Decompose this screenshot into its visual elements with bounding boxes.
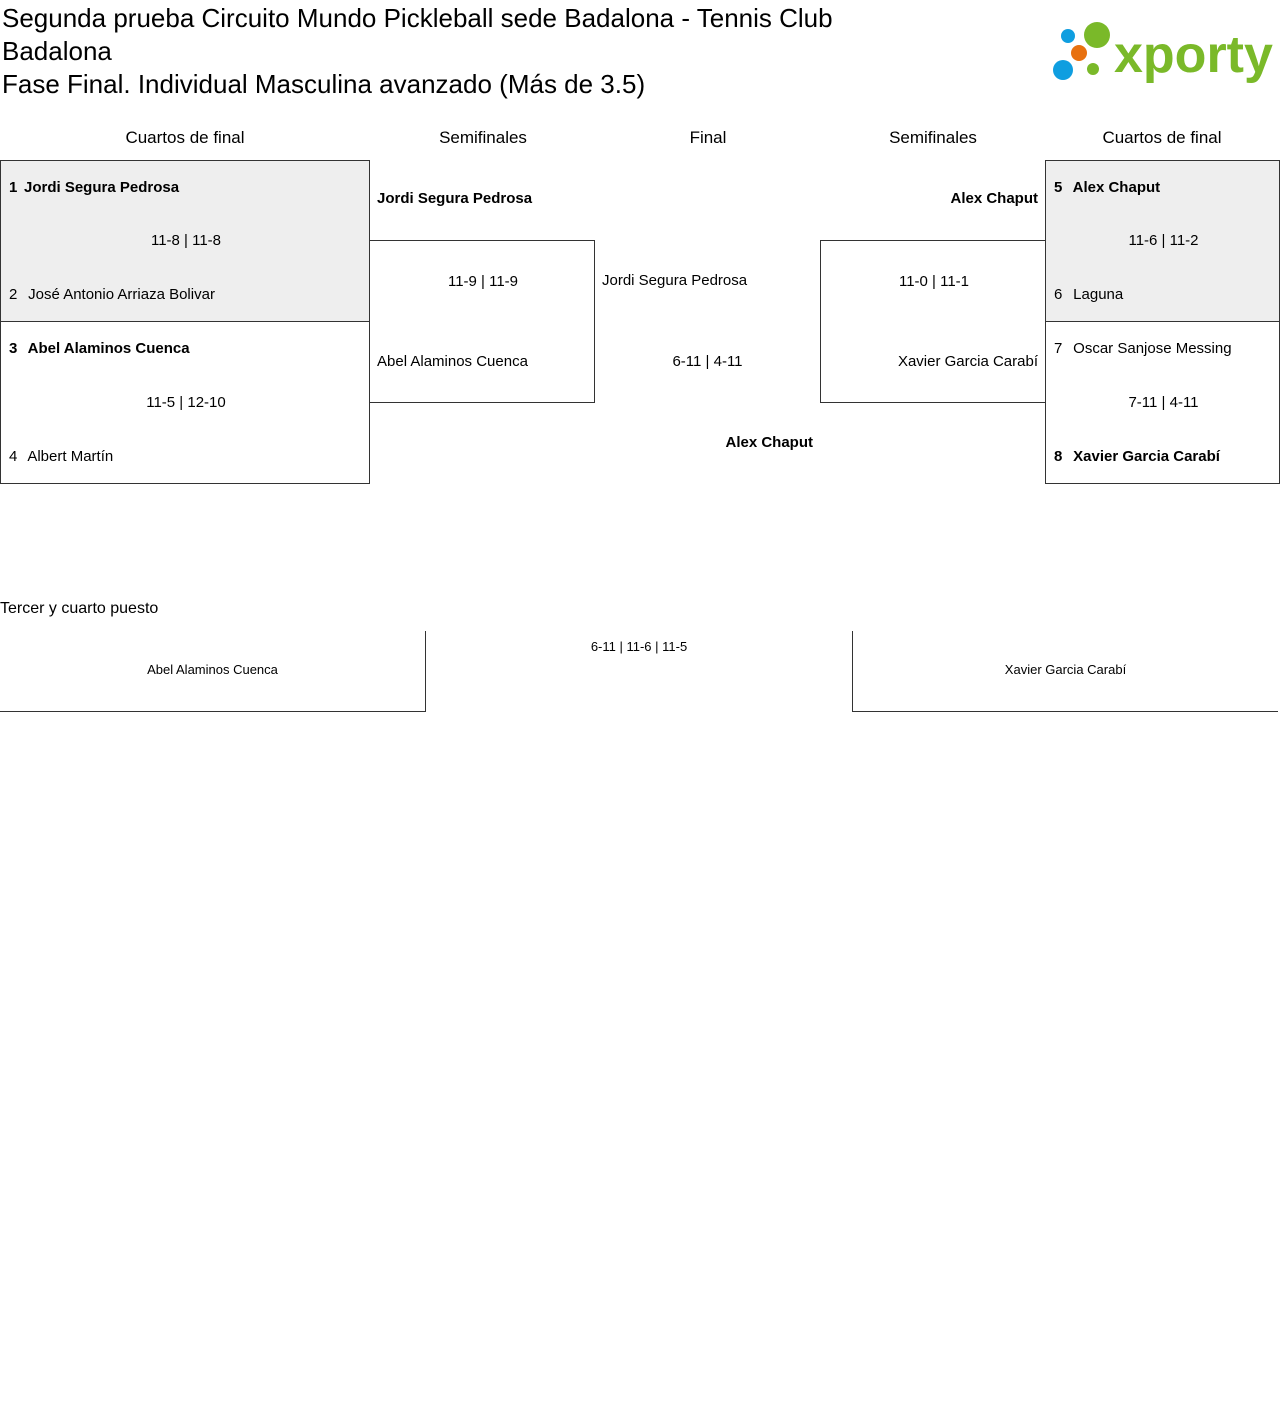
player-1: 5 Alex Chaput <box>1054 179 1161 196</box>
player-2: Abel Alaminos Cuenca <box>377 353 528 370</box>
header-final: Final <box>689 128 727 147</box>
player-2: 6 Laguna <box>1054 286 1124 303</box>
final-score: 6-11 | 4-11 <box>672 353 743 370</box>
player-2: Xavier Garcia Carabí <box>897 353 1038 370</box>
player-2: 8 Xavier Garcia Carabí <box>1054 448 1220 465</box>
player-2: Xavier Garcia Carabí <box>1004 662 1127 677</box>
match-qf4[interactable]: 7 Oscar Sanjose Messing 7-11 | 4-11 8 Xa… <box>1045 321 1280 484</box>
third-place-title: Tercer y cuarto puesto <box>0 600 159 617</box>
xporty-logo[interactable]: xporty <box>1050 18 1280 84</box>
match-score: 11-8 | 11-8 <box>150 232 222 249</box>
svg-text:xporty: xporty <box>1114 26 1273 84</box>
final-player-1: Jordi Segura Pedrosa <box>602 272 748 289</box>
match-sf1[interactable]: 11-9 | 11-9 Abel Alaminos Cuenca <box>369 240 595 403</box>
player-1: Abel Alaminos Cuenca <box>147 662 278 677</box>
match-score: 11-6 | 11-2 <box>1128 232 1199 249</box>
third-place-player-1-box[interactable]: Abel Alaminos Cuenca <box>0 631 426 712</box>
match-qf3[interactable]: 5 Alex Chaput 11-6 | 11-2 6 Laguna <box>1045 160 1280 322</box>
semifinal-2-winner: Alex Chaput <box>950 190 1038 207</box>
tournament-name: Segunda prueba Circuito Mundo Pickleball… <box>2 3 833 66</box>
final-winner: Alex Chaput <box>725 434 813 451</box>
match-score: 11-0 | 11-1 <box>898 273 970 290</box>
player-1: 3 Abel Alaminos Cuenca <box>9 340 190 357</box>
player-1: 7 Oscar Sanjose Messing <box>1054 340 1232 357</box>
third-place-player-2-box[interactable]: Xavier Garcia Carabí <box>852 631 1278 712</box>
header-semifinals-left: Semifinales <box>439 128 527 147</box>
header-semifinals-right: Semifinales <box>889 128 977 147</box>
player-2: 4 Albert Martín <box>9 448 114 465</box>
match-score: 7-11 | 4-11 <box>1128 394 1199 411</box>
match-qf2[interactable]: 3 Abel Alaminos Cuenca 11-5 | 12-10 4 Al… <box>0 321 370 484</box>
match-sf2[interactable]: 11-0 | 11-1 Xavier Garcia Carabí <box>820 240 1046 403</box>
match-score: 11-5 | 12-10 <box>146 394 226 411</box>
match-score: 11-9 | 11-9 <box>447 273 519 290</box>
phase-name: Fase Final. Individual Masculina avanzad… <box>2 69 646 99</box>
semifinal-1-winner: Jordi Segura Pedrosa <box>377 190 533 207</box>
page-title: Segunda prueba Circuito Mundo Pickleball… <box>2 2 902 101</box>
third-place-score: 6-11 | 11-6 | 11-5 <box>590 639 688 654</box>
header-quarterfinals-left: Cuartos de final <box>125 128 245 147</box>
player-2: 2 José Antonio Arriaza Bolivar <box>9 286 215 303</box>
header-quarterfinals-right: Cuartos de final <box>1102 128 1222 147</box>
